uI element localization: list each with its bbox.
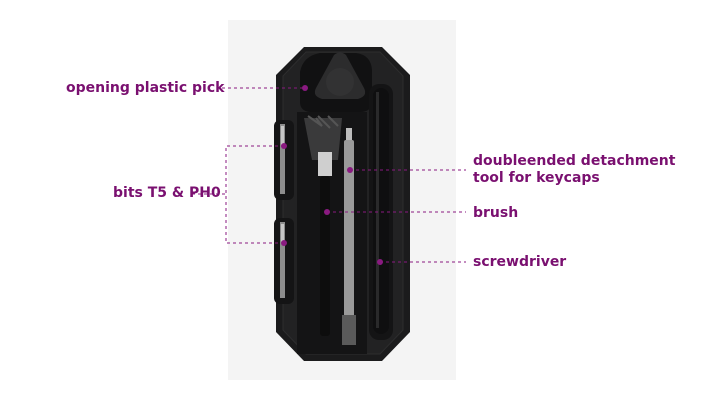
tool-tip-top <box>346 128 352 140</box>
label-bits: bits T5 & PH0 <box>113 185 221 201</box>
bit-ph0 <box>280 222 285 298</box>
brush-ferrule <box>318 152 332 176</box>
label-detachment-tool: doubleended detachment tool for keycaps <box>473 153 675 187</box>
label-detachment-tool-line1: doubleended detachment <box>473 153 676 169</box>
pick-grip <box>326 68 354 96</box>
leader-lines <box>192 87 466 263</box>
tool-tip-bottom <box>342 315 356 345</box>
brush-handle <box>320 176 330 336</box>
label-detachment-tool-line2: tool for keycaps <box>473 170 600 186</box>
leader-dots <box>281 85 383 265</box>
label-opening-pick: opening plastic pick <box>66 80 225 96</box>
bit-t5 <box>280 124 285 194</box>
brush-bristles <box>304 118 342 160</box>
label-brush: brush <box>473 205 519 221</box>
label-screwdriver: screwdriver <box>473 254 567 270</box>
screwdriver-body <box>373 88 389 334</box>
detachment-tool-shaft <box>344 140 354 330</box>
